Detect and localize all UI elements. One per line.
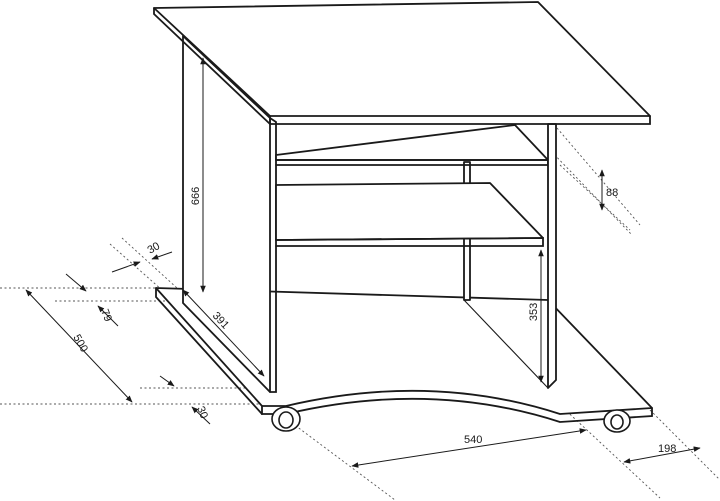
- upper-shelf: [275, 124, 549, 166]
- dim-353: 353: [528, 249, 544, 383]
- middle-shelf: [275, 182, 544, 247]
- dim-198: 198: [623, 443, 701, 464]
- dim-30-top: 30: [111, 240, 173, 273]
- dim-666: 666: [190, 57, 206, 293]
- tabletop: [153, 1, 651, 125]
- dim-30-bottom-label: 30: [194, 405, 210, 421]
- dim-79-label: 79: [98, 308, 114, 324]
- dim-500: 500: [25, 289, 133, 403]
- dim-500-label: 500: [70, 333, 90, 355]
- dim-88-label: 88: [606, 187, 618, 199]
- dim-79: 79: [65, 273, 119, 327]
- dim-88: 88: [599, 169, 618, 211]
- dim-540: 540: [351, 428, 587, 468]
- dim-666-label: 666: [190, 187, 202, 205]
- dim-30-bottom: 30: [159, 375, 211, 425]
- dim-198-label: 198: [658, 443, 676, 455]
- dim-353-label: 353: [528, 303, 540, 321]
- dim-540-label: 540: [464, 434, 482, 446]
- dim-30-top-label: 30: [146, 240, 163, 257]
- casters: [271, 406, 631, 433]
